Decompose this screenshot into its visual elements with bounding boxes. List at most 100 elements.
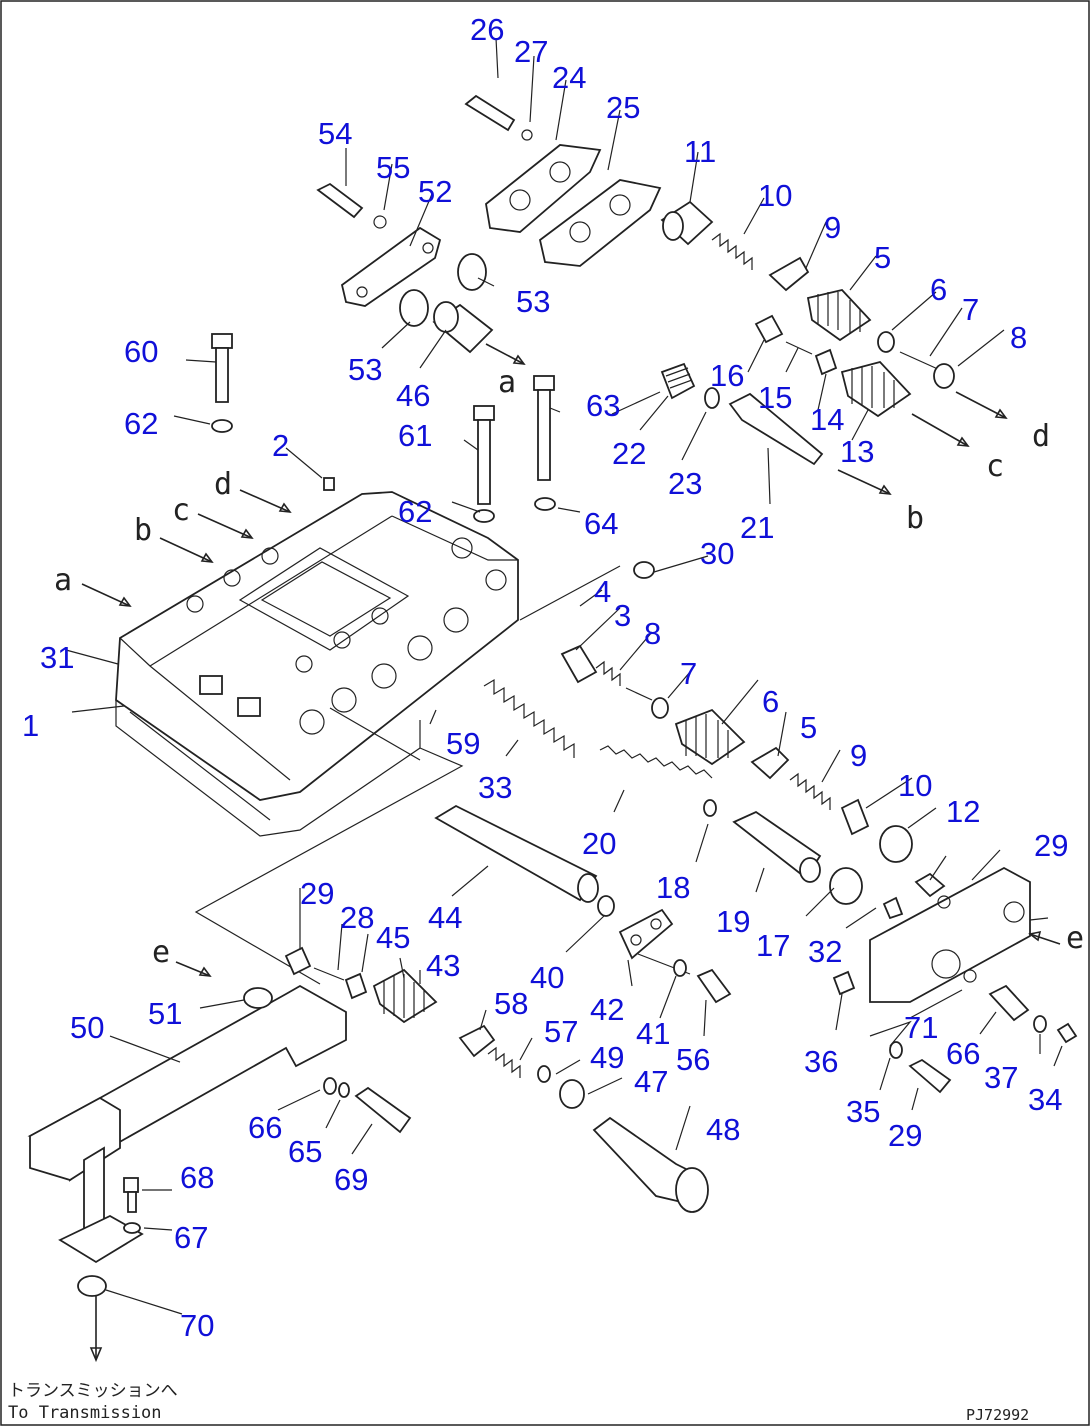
- part-number-label: 37: [984, 1060, 1018, 1095]
- part-number-label: 1: [22, 708, 39, 743]
- part-number-label: 6: [930, 272, 947, 307]
- part-number-label: 57: [544, 1014, 578, 1049]
- part-number-label: 5: [874, 240, 891, 275]
- part-number-label: 45: [376, 920, 410, 955]
- part-number-label: 8: [644, 616, 661, 651]
- reference-letter: a: [498, 365, 516, 400]
- part-number-label: 28: [340, 900, 374, 935]
- part-number-label: 48: [706, 1112, 740, 1147]
- part-number-label: 25: [606, 90, 640, 125]
- reference-letter: b: [906, 501, 924, 536]
- part-number-label: 40: [530, 960, 564, 995]
- reference-letter: c: [172, 493, 190, 528]
- part-number-label: 50: [70, 1010, 104, 1045]
- part-number-label: 6: [762, 684, 779, 719]
- reference-letter: e: [1066, 921, 1084, 956]
- part-number-label: 7: [680, 656, 697, 691]
- part-number-label: 33: [478, 770, 512, 805]
- drawing-code: PJ72992: [966, 1406, 1029, 1424]
- part-number-label: 2: [272, 428, 289, 463]
- part-number-label: 47: [634, 1064, 668, 1099]
- part-number-label: 23: [668, 466, 702, 501]
- part-number-label: 15: [758, 380, 792, 415]
- part-number-label: 4: [594, 574, 611, 609]
- part-number-label: 7: [962, 292, 979, 327]
- reference-letter: c: [986, 449, 1004, 484]
- part-number-label: 17: [756, 928, 790, 963]
- part-number-label: 53: [348, 352, 382, 387]
- part-number-label: 62: [124, 406, 158, 441]
- part-number-label: 8: [1010, 320, 1027, 355]
- reference-letter: d: [1032, 419, 1050, 454]
- part-number-label: 32: [808, 934, 842, 969]
- part-number-label: 16: [710, 358, 744, 393]
- part-number-label: 31: [40, 640, 74, 675]
- part-number-label: 52: [418, 174, 452, 209]
- part-number-label: 71: [904, 1010, 938, 1045]
- part-number-label: 14: [810, 402, 844, 437]
- part-number-label: 44: [428, 900, 462, 935]
- part-number-label: 59: [446, 726, 480, 761]
- part-number-label: 29: [300, 876, 334, 911]
- part-number-label: 29: [1034, 828, 1068, 863]
- part-number-label: 10: [898, 768, 932, 803]
- part-number-label: 3: [614, 598, 631, 633]
- linework: [27, 37, 1078, 1363]
- part-number-label: 62: [398, 494, 432, 529]
- part-number-label: 11: [684, 134, 716, 169]
- part-number-label: 20: [582, 826, 616, 861]
- part-number-label: 41: [636, 1016, 670, 1051]
- part-number-label: 36: [804, 1044, 838, 1079]
- part-number-label: 65: [288, 1134, 322, 1169]
- part-number-label: 61: [398, 418, 432, 453]
- reference-letter: e: [152, 935, 170, 970]
- reference-letter: b: [134, 513, 152, 548]
- reference-letter: a: [54, 563, 72, 598]
- part-number-label: 60: [124, 334, 158, 369]
- part-number-label: 70: [180, 1308, 214, 1343]
- part-number-label: 46: [396, 378, 430, 413]
- part-number-label: 9: [824, 210, 841, 245]
- part-number-label: 58: [494, 986, 528, 1021]
- caption-english: To Transmission: [8, 1403, 162, 1423]
- part-number-label: 68: [180, 1160, 214, 1195]
- part-number-label: 29: [888, 1118, 922, 1153]
- part-number-label: 56: [676, 1042, 710, 1077]
- part-number-label: 13: [840, 434, 874, 469]
- part-number-label: 26: [470, 12, 504, 47]
- part-number-label: 21: [740, 510, 774, 545]
- part-number-label: 42: [590, 992, 624, 1027]
- reference-letter: d: [214, 467, 232, 502]
- part-number-label: 19: [716, 904, 750, 939]
- part-number-label: 27: [514, 34, 548, 69]
- part-number-label: 43: [426, 948, 460, 983]
- part-number-label: 18: [656, 870, 690, 905]
- cover-plate-24: [485, 144, 602, 233]
- part-number-label: 54: [318, 116, 352, 151]
- part-number-label: 51: [148, 996, 182, 1031]
- part-number-label: 64: [584, 506, 618, 541]
- part-number-label: 66: [946, 1036, 980, 1071]
- valve-body-1: [115, 491, 519, 801]
- part-number-label: 69: [334, 1162, 368, 1197]
- part-number-label: 10: [758, 178, 792, 213]
- part-number-label: 12: [946, 794, 980, 829]
- part-number-label: 22: [612, 436, 646, 471]
- part-number-label: 34: [1028, 1082, 1062, 1117]
- part-number-label: 24: [552, 60, 586, 95]
- part-number-label: 5: [800, 710, 817, 745]
- part-number-label: 53: [516, 284, 550, 319]
- part-number-label: 9: [850, 738, 867, 773]
- part-number-label: 30: [700, 536, 734, 571]
- part-number-label: 35: [846, 1094, 880, 1129]
- part-number-label: 67: [174, 1220, 208, 1255]
- part-number-label: 63: [586, 388, 620, 423]
- caption-japanese: トランスミッションへ: [8, 1381, 178, 1401]
- part-number-label: 55: [376, 150, 410, 185]
- part-number-label: 66: [248, 1110, 282, 1145]
